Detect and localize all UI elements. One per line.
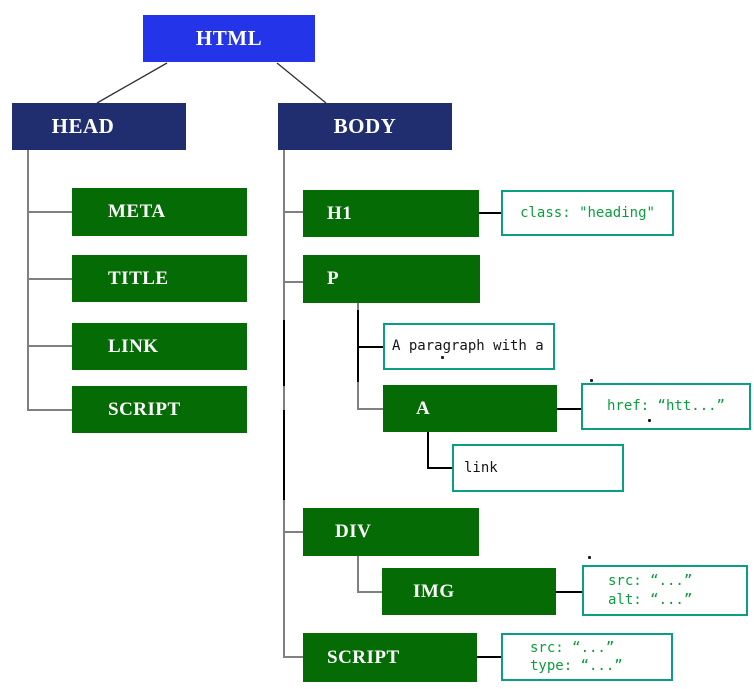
attr-script-values: src: “...” type: “...” <box>530 639 623 675</box>
connector-head-meta <box>27 211 72 213</box>
connector-head-link <box>27 345 72 347</box>
connector-div-trunk <box>357 556 359 593</box>
connector-body-div <box>283 531 303 533</box>
node-title: TITLE <box>72 255 247 302</box>
attr-h1-class-value: class: "heading" <box>520 204 655 221</box>
node-link-label: LINK <box>108 335 159 357</box>
node-html-label: HTML <box>195 26 263 50</box>
attr-img-alt-value: alt: “...” <box>608 591 693 608</box>
attr-img-src-value: src: “...” <box>608 573 693 590</box>
node-script-head: SCRIPT <box>72 386 247 433</box>
text-node-link: link <box>452 444 624 492</box>
node-body-label: BODY <box>333 114 397 138</box>
text-node-link-value: link <box>464 459 498 476</box>
connector-a-trunk <box>427 432 429 469</box>
node-script-head-label: SCRIPT <box>108 398 181 420</box>
node-h1-label: H1 <box>327 202 353 224</box>
node-div-label: DIV <box>335 521 372 542</box>
node-div: DIV <box>303 508 479 556</box>
connector-body-h1 <box>283 211 303 213</box>
connector-a-href-note <box>557 408 581 410</box>
connector-p-textnode <box>357 346 383 348</box>
attr-note-h1-class: class: "heading" <box>501 190 674 236</box>
stray-dot <box>590 379 593 382</box>
text-node-paragraph-value: A paragraph with a <box>392 338 544 355</box>
connector-p-a <box>357 408 383 410</box>
node-p: P <box>303 255 480 303</box>
node-script-body-label: SCRIPT <box>327 646 400 668</box>
connector-head-trunk <box>27 150 29 411</box>
node-img-label: IMG <box>413 580 455 602</box>
node-a: A <box>383 385 557 432</box>
node-html: HTML <box>143 15 315 62</box>
connector-body-p <box>283 281 303 283</box>
connector-body-trunk <box>283 150 285 657</box>
node-body: BODY <box>278 103 452 150</box>
connector-script-note <box>477 656 501 658</box>
node-a-label: A <box>416 397 431 419</box>
connector-body-trunk-dark <box>283 320 285 386</box>
connector-head-script <box>27 409 72 411</box>
connector-body-trunk-dark <box>283 410 285 500</box>
stray-dot <box>588 556 591 559</box>
connector-img-note <box>556 591 582 593</box>
node-title-label: TITLE <box>108 267 169 289</box>
connector-body-script <box>283 656 303 658</box>
connector-div-img <box>357 591 382 593</box>
attr-script-type-value: type: “...” <box>530 658 623 674</box>
connector-a-link <box>427 467 452 469</box>
attr-script-src-value: src: “...” <box>530 639 615 656</box>
node-meta: META <box>72 188 247 236</box>
node-head: HEAD <box>12 103 186 150</box>
attr-a-href-value: href: “htt...” <box>606 398 725 415</box>
stray-dot <box>648 419 651 422</box>
node-meta-label: META <box>108 201 166 222</box>
node-script-body: SCRIPT <box>303 633 477 682</box>
node-p-label: P <box>327 268 340 289</box>
node-link: LINK <box>72 323 247 370</box>
connector-h1-class-note <box>479 212 501 214</box>
node-head-label: HEAD <box>51 114 115 138</box>
attr-note-img: src: “...” alt: “...” <box>582 565 748 616</box>
node-h1: H1 <box>303 190 479 237</box>
node-img: IMG <box>382 568 556 615</box>
attr-note-a-href: href: “htt...” <box>581 383 751 430</box>
stray-dot <box>441 356 444 359</box>
attr-img-values: src: “...” alt: “...” <box>608 572 692 608</box>
text-node-paragraph: A paragraph with a <box>383 323 555 370</box>
attr-note-script: src: “...” type: “...” <box>501 633 673 681</box>
connector-head-title <box>27 278 72 280</box>
